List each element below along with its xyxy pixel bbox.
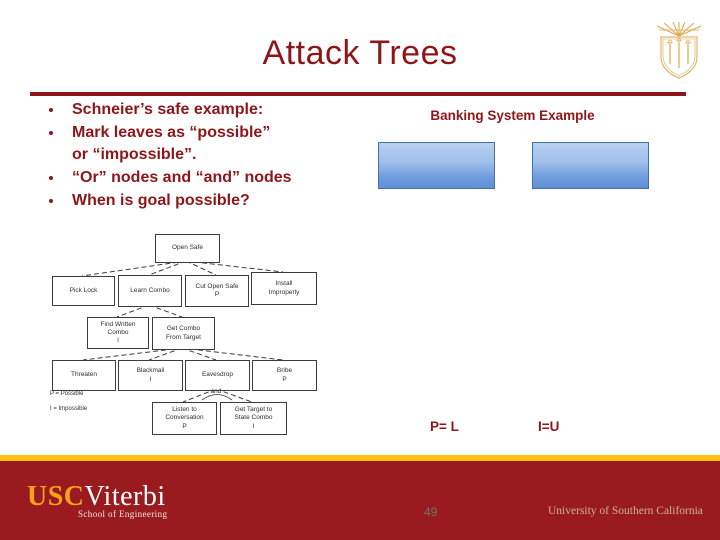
bullet-list: Schneier’s safe example: Mark leaves as … (30, 99, 384, 213)
tree-node-find-written-combo: Find Written Combo I (87, 317, 149, 349)
annotation-i-equals-u: I=U (538, 419, 560, 434)
tree-node-cut-open-safe: Cut Open Safe P (185, 275, 249, 307)
usc-wordmark: USC (27, 481, 85, 512)
university-name: University of Southern California (548, 505, 703, 517)
tree-node-eavesdrop: Eavesdrop (185, 360, 250, 391)
bullet-item: Mark leaves as “possible” or “impossible… (64, 122, 384, 165)
tree-node-install-improperly: Install Improperly (251, 272, 317, 305)
banking-box-right (532, 142, 649, 189)
school-of-engineering-label: School of Engineering (78, 509, 168, 519)
tree-node-blackmail: Blackmail I (118, 360, 183, 391)
footer-gold-stripe (0, 455, 720, 461)
page-title: Attack Trees (262, 34, 458, 72)
usc-shield-icon (654, 21, 704, 80)
legend-impossible: I = Impossible (50, 406, 88, 412)
bullet-item: Schneier’s safe example: (64, 99, 384, 120)
tree-node-get-combo-from-target: Get Combo From Target (152, 317, 215, 350)
tree-node-threaten: Threaten (52, 360, 116, 391)
usc-viterbi-logo: USCViterbi (27, 481, 166, 513)
tree-node-bribe: Bribe P (252, 360, 317, 391)
footer-banner (0, 461, 720, 540)
annotation-p-equals-l: P= L (430, 419, 459, 434)
bullet-item: “Or” nodes and “and” nodes (64, 167, 384, 188)
tree-node-pick-lock: Pick Lock (52, 276, 115, 306)
legend-possible: P = Possible (50, 391, 84, 397)
tree-node-learn-combo: Learn Combo (118, 275, 182, 307)
and-node-label: and (210, 388, 222, 395)
bullet-item: When is goal possible? (64, 190, 384, 211)
tree-node-listen-to-conversation: Listen to Conversation P (152, 402, 217, 435)
banking-box-left (378, 142, 495, 189)
banking-example-heading: Banking System Example (430, 108, 595, 123)
page-number: 49 (424, 505, 438, 519)
tree-node-get-target-to-state-combo: Get Target to State Combo I (220, 402, 287, 435)
tree-node-open-safe: Open Safe (155, 234, 220, 263)
attack-tree-diagram: Open Safe Pick Lock Learn Combo Cut Open… (30, 230, 330, 435)
title-divider (30, 92, 686, 96)
viterbi-wordmark: Viterbi (84, 481, 166, 512)
